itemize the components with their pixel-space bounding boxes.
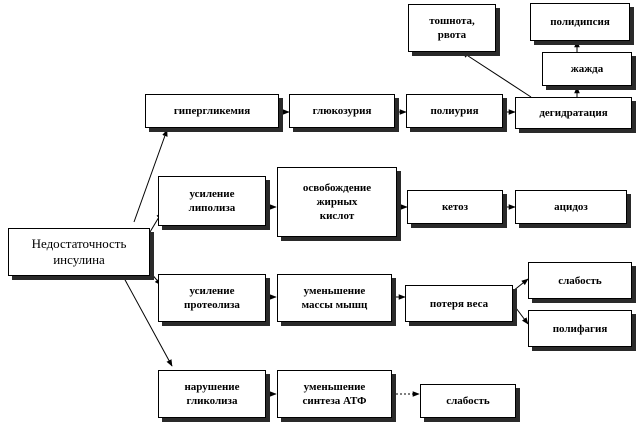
arrow-dehydration-to-nausea xyxy=(461,51,532,98)
node-muscle-loss: уменьшение массы мышц xyxy=(277,274,392,322)
node-glycolysis: нарушение гликолиза xyxy=(158,370,266,418)
node-weight-loss: потеря веса xyxy=(405,285,513,322)
node-proteolysis: усиление протеолиза xyxy=(158,274,266,322)
node-insulin-deficiency: Недостаточность инсулина xyxy=(8,228,150,276)
node-weakness-1: слабость xyxy=(528,262,632,299)
node-nausea-vomiting: тошнота, рвота xyxy=(408,4,496,52)
arrow-root-to-glycolysis xyxy=(123,277,173,367)
node-polydipsia: полидипсия xyxy=(530,3,630,41)
node-polyphagia: полифагия xyxy=(528,310,632,347)
node-lipolysis: усиление липолиза xyxy=(158,176,266,226)
node-acidosis: ацидоз xyxy=(515,190,627,224)
node-glucosuria: глюкозурия xyxy=(289,94,395,128)
node-hyperglycemia: гипергликемия xyxy=(145,94,279,128)
node-dehydration: дегидратация xyxy=(515,97,632,129)
node-weakness-2: слабость xyxy=(420,384,516,418)
node-fatty-acids: освобождение жирных кислот xyxy=(277,167,397,237)
node-thirst: жажда xyxy=(542,52,632,86)
node-ketosis: кетоз xyxy=(407,190,503,224)
node-atp-synthesis: уменьшение синтеза АТФ xyxy=(277,370,392,418)
arrow-weight-loss-to-weakness xyxy=(512,278,529,292)
arrow-root-to-hyperglycemia xyxy=(133,129,168,223)
node-polyuria: полиурия xyxy=(406,94,503,128)
arrow-weight-loss-to-polyphagia xyxy=(512,303,529,325)
